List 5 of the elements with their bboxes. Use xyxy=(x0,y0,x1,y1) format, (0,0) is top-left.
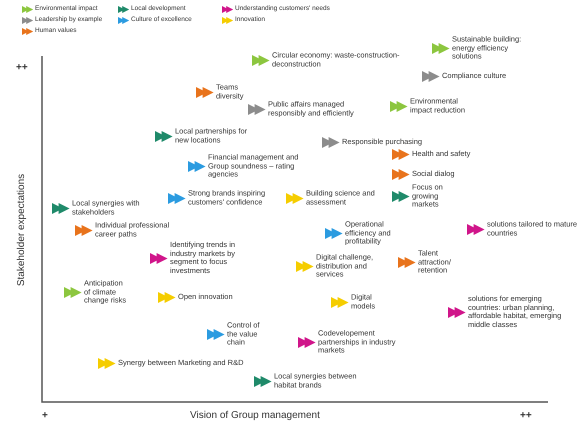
axis-end-label: + xyxy=(42,410,48,422)
axis-title-vertical: Stakeholder expectations xyxy=(16,174,28,286)
axis-title: Vision of Group management xyxy=(190,410,320,422)
axis-end-label: ++ xyxy=(16,62,28,74)
axis-end-label: ++ xyxy=(520,410,532,422)
